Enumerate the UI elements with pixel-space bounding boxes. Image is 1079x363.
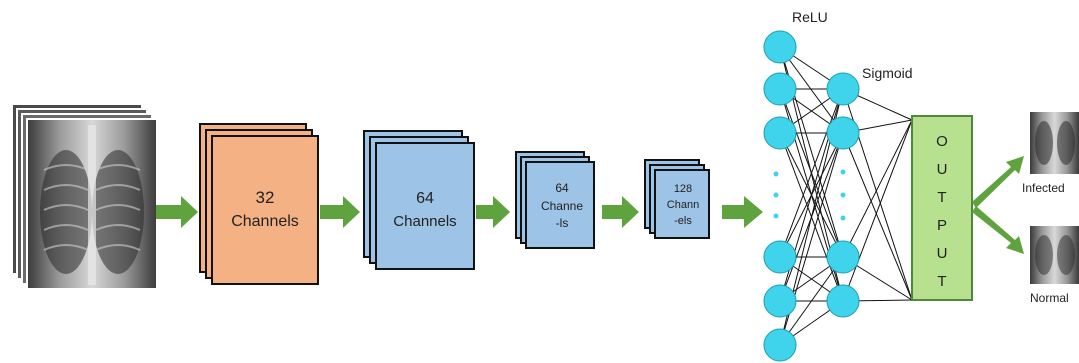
conv-layer-2-label: Channels [393, 213, 456, 230]
conv-layer-2-count: 64 [416, 190, 434, 207]
output-letter: O [936, 133, 948, 150]
arrow-right-icon [602, 196, 639, 228]
relu-node [763, 116, 797, 150]
conv-layer-1-count: 32 [256, 188, 275, 207]
infected-xray-thumbnail [1030, 112, 1079, 174]
output-letter: T [937, 273, 946, 290]
sigmoid-label: Sigmoid [862, 65, 913, 81]
conv-layer-1: 32 Channels [199, 123, 319, 285]
output-letter: U [937, 161, 948, 178]
sigmoid-node [826, 284, 860, 318]
sigmoid-layer-nodes [826, 72, 860, 318]
conv-layer-3-label-cont: -ls [556, 216, 569, 230]
relu-node [763, 240, 797, 274]
arrow-right-icon [320, 196, 360, 228]
input-xray-stack [11, 103, 158, 290]
input-xray-image [26, 118, 158, 290]
sigmoid-node [826, 116, 860, 150]
output-letter: P [937, 217, 947, 234]
relu-ellipsis [773, 171, 779, 219]
output-letter: U [937, 245, 948, 262]
arrows [156, 196, 763, 228]
output-box: O U T P U T [911, 115, 973, 301]
arrow-right-icon [476, 196, 510, 228]
relu-label: ReLU [792, 9, 828, 25]
relu-node [763, 72, 797, 106]
arrow-right-icon [156, 196, 198, 228]
conv-layer-2: 64 Channels [363, 130, 475, 270]
infected-label: Infected [1022, 181, 1065, 195]
normal-label: Normal [1030, 291, 1069, 305]
relu-node [763, 30, 797, 64]
arrow-down-right-icon [972, 206, 1024, 254]
arrow-up-right-icon [972, 156, 1024, 208]
conv-layer-4-label: Chann [667, 199, 699, 211]
conv-layer-3: 64 Channe -ls [515, 151, 595, 249]
normal-xray-thumbnail [1030, 226, 1079, 284]
conv-layer-1-label: Channels [231, 213, 299, 230]
output-arrows [972, 156, 1024, 254]
conv-layer-3-count: 64 [555, 181, 569, 195]
sigmoid-ellipsis [840, 169, 846, 221]
sigmoid-node [826, 240, 860, 274]
conv-layer-4: 128 Chann -els [644, 159, 710, 239]
sigmoid-node [826, 72, 860, 106]
arrow-right-icon [722, 196, 763, 228]
conv-layer-4-count: 128 [674, 183, 692, 195]
relu-layer-nodes [763, 30, 797, 362]
relu-node [763, 328, 797, 362]
conv-layer-4-label-cont: -els [674, 215, 692, 227]
output-letter: T [937, 189, 946, 206]
relu-node [763, 284, 797, 318]
conv-layer-3-label: Channe [541, 199, 583, 213]
